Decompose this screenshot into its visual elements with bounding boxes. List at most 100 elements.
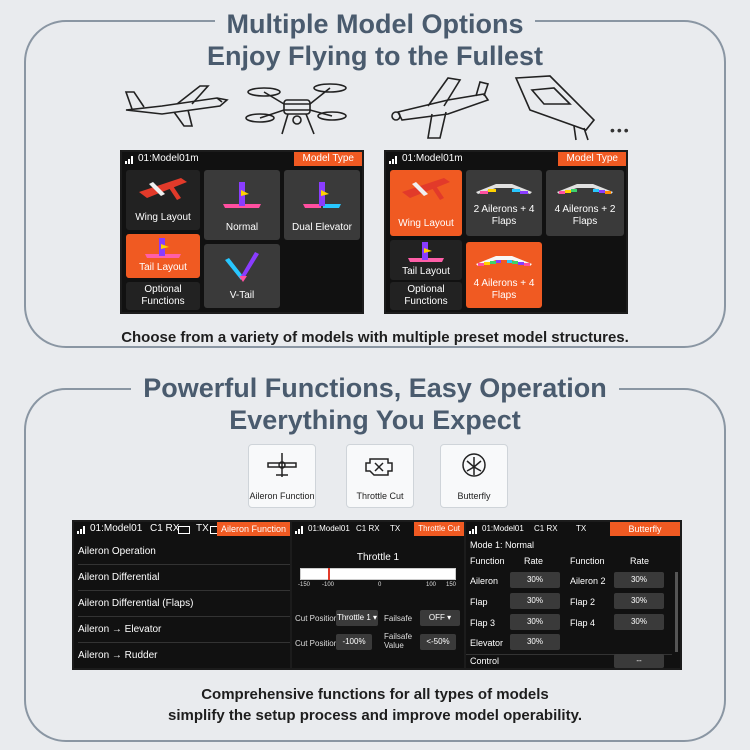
rate-value[interactable]: 30%: [510, 634, 560, 650]
tile-v-tail[interactable]: V-Tail: [204, 244, 280, 308]
feature-label: Butterfly: [457, 491, 491, 501]
throttle-bar: [300, 568, 456, 580]
function-name: Elevator: [470, 638, 504, 648]
signal-icon: [295, 526, 305, 534]
red-plane-icon: [139, 178, 187, 200]
control-label: Control: [470, 656, 500, 666]
tile-dual-elevator[interactable]: Dual Elevator: [284, 170, 360, 240]
model-type-screen-2: 01:Model01m Model Type Wing Layout 2 Ail…: [384, 150, 628, 314]
wing-surfaces-icon: [476, 256, 532, 266]
model-name: 01:Model01m: [402, 153, 463, 164]
scrollbar[interactable]: [675, 572, 678, 652]
tile-label: Wing Layout: [398, 218, 454, 229]
tile-normal[interactable]: Normal: [204, 170, 280, 240]
failsafe-select[interactable]: OFF ▾: [420, 610, 460, 626]
failsafe-value[interactable]: <-50%: [420, 634, 456, 650]
aileron-function-screen: 01:Model01 C1 RX TX Aileron Function Ail…: [72, 520, 292, 670]
stunt-plane-icon: [391, 77, 490, 139]
failsafe-label: Failsafe: [384, 614, 413, 623]
col-function: Function: [470, 556, 505, 566]
menu-item[interactable]: Aileron Differential: [78, 565, 290, 591]
tick-label: 100: [426, 582, 437, 588]
section1-caption: Choose from a variety of models with mul…: [0, 327, 750, 348]
model-name: 01:Model01: [90, 523, 143, 534]
butterfly-icon: [462, 453, 486, 477]
cut-position-value[interactable]: -100%: [336, 634, 372, 650]
menu-item[interactable]: Aileron → Elevator: [78, 617, 290, 643]
tile-label: 4 Ailerons + 4 Flaps: [473, 278, 535, 301]
menu-item[interactable]: Aileron Operation: [78, 539, 290, 565]
tile-label: 2 Ailerons + 4 Flaps: [473, 204, 535, 227]
tile-label: 4 Ailerons + 2 Flaps: [554, 204, 616, 227]
function-name: Aileron: [470, 576, 499, 586]
tick-label: -100: [322, 582, 335, 588]
function-badge: Butterfly: [610, 522, 680, 536]
feature-throttle-cut[interactable]: Throttle Cut: [346, 444, 414, 508]
rate-value[interactable]: 30%: [510, 614, 560, 630]
status-bar: 01:Model01m Model Type: [386, 152, 626, 166]
section1-title: Multiple Model Options Enjoy Flying to t…: [0, 8, 750, 72]
wing-surfaces-icon: [557, 184, 613, 194]
tile-4ail-4flap[interactable]: 4 Ailerons + 4 Flaps: [466, 242, 542, 308]
control-value[interactable]: --: [614, 654, 664, 668]
function-badge: Throttle Cut: [414, 522, 464, 536]
feature-butterfly[interactable]: Butterfly: [440, 444, 508, 508]
model-type-badge: Model Type: [294, 152, 362, 166]
v-tail-icon: [225, 252, 259, 282]
cut-marker: [328, 568, 330, 580]
rate-value[interactable]: 30%: [510, 572, 560, 588]
mode-label: Mode 1: Normal: [470, 540, 535, 550]
tick-label: 150: [446, 582, 457, 588]
section2-title: Powerful Functions, Easy Operation Every…: [0, 372, 750, 436]
tile-label: Dual Elevator: [291, 222, 353, 233]
rx-label: C1 RX: [150, 523, 180, 534]
rate-value[interactable]: 30%: [614, 572, 664, 588]
tile-wing-layout[interactable]: Wing Layout: [126, 170, 200, 230]
function-name: Flap 2: [570, 597, 596, 607]
model-name: 01:Model01: [482, 524, 524, 533]
dual-elevator-icon: [303, 182, 341, 208]
plane-icon: [267, 453, 297, 477]
tx-label: TX: [390, 524, 401, 533]
menu-item[interactable]: Aileron Differential (Flaps): [78, 591, 290, 617]
col-rate: Rate: [630, 556, 650, 566]
rate-value[interactable]: 30%: [614, 614, 664, 630]
cut-position-label: Cut Position: [295, 639, 339, 648]
battery-icon: [178, 526, 190, 534]
rx-label: C1 RX: [534, 524, 558, 533]
tile-tail-layout[interactable]: Tail Layout: [390, 240, 462, 280]
tile-wing-layout[interactable]: Wing Layout: [390, 170, 462, 236]
tile-optional-functions[interactable]: Optional Functions: [390, 282, 462, 310]
throttle-cut-screen: 01:Model01 C1 RX TX Throttle Cut Throttl…: [290, 520, 466, 670]
section2-caption: Comprehensive functions for all types of…: [168, 686, 582, 724]
rx-label: C1 RX: [356, 524, 380, 533]
drone-icon: [245, 83, 347, 135]
signal-icon: [389, 156, 399, 164]
rate-value[interactable]: 30%: [614, 593, 664, 609]
divider: [466, 654, 672, 655]
col-rate: Rate: [524, 556, 544, 566]
model-type-badge: Model Type: [558, 152, 626, 166]
tile-4ail-2flap[interactable]: 4 Ailerons + 2 Flaps: [546, 170, 624, 236]
wing-surfaces-icon: [476, 184, 532, 194]
status-bar: 01:Model01 C1 RX TX Throttle Cut: [292, 522, 464, 537]
col-function: Function: [570, 556, 605, 566]
tile-label: Tail Layout: [402, 266, 450, 277]
throttle-title: Throttle 1: [356, 552, 400, 563]
status-bar: 01:Model01 C1 RX TX Aileron Function: [74, 522, 290, 537]
menu-item[interactable]: Aileron → Rudder: [78, 650, 158, 661]
feature-label: Aileron Function: [249, 491, 315, 501]
function-name: Flap: [470, 597, 488, 607]
feature-aileron-function[interactable]: Aileron Function: [248, 444, 316, 508]
tile-tail-layout[interactable]: Tail Layout: [126, 234, 200, 278]
tile-label: Normal: [225, 222, 259, 233]
status-bar: 01:Model01 C1 RX TX Butterfly: [466, 522, 680, 537]
tile-2ail-4flap[interactable]: 2 Ailerons + 4 Flaps: [466, 170, 542, 236]
tile-label: Wing Layout: [135, 212, 191, 223]
cut-position-select[interactable]: Throttle 1 ▾: [336, 610, 378, 626]
tile-label: Optional Functions: [141, 284, 185, 307]
tile-optional-functions[interactable]: Optional Functions: [126, 282, 200, 310]
rate-value[interactable]: 30%: [510, 593, 560, 609]
more-models-ellipsis: •••: [610, 122, 631, 138]
